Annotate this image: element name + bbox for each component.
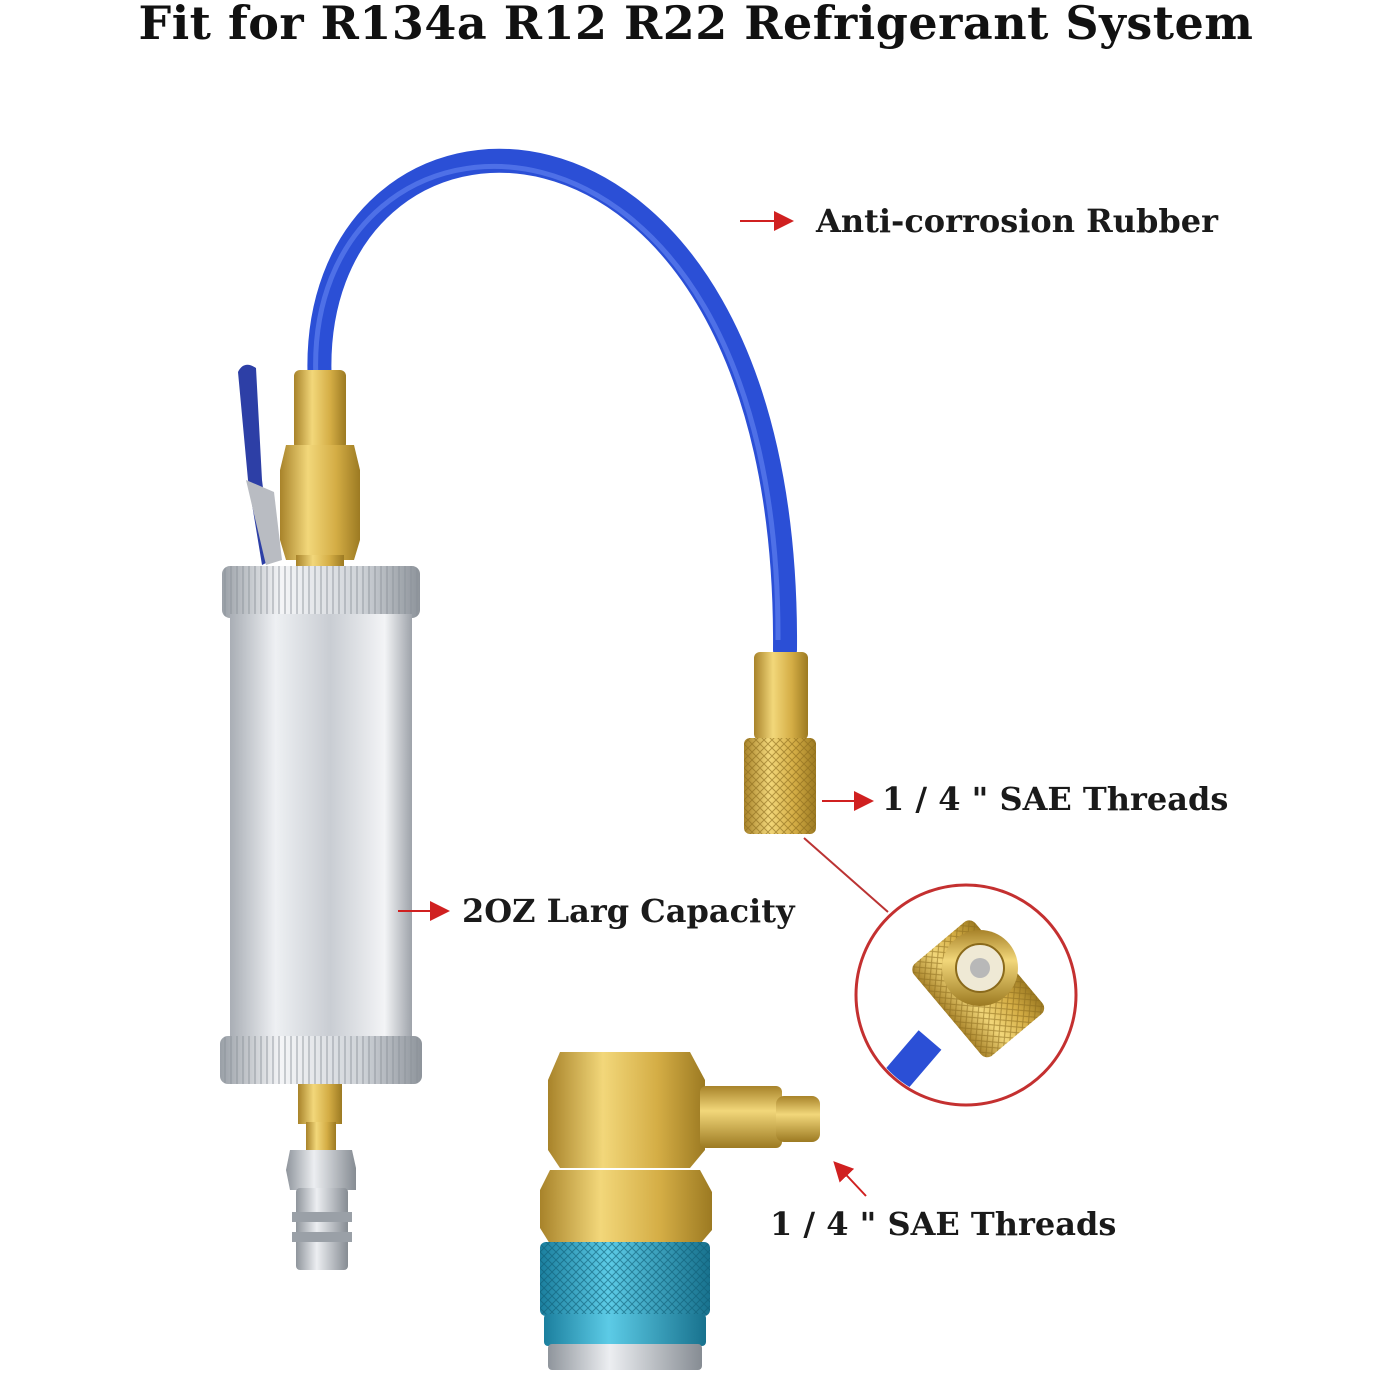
callout-sae-threads-top: 1 / 4 " SAE Threads — [882, 780, 1229, 818]
product-title: Fit for R134a R12 R22 Refrigerant System — [138, 0, 1254, 50]
oil-cylinder — [230, 614, 412, 1044]
coupler-side-port — [700, 1086, 782, 1148]
coupler-hex-body — [548, 1052, 705, 1168]
brass-hex-top — [280, 445, 360, 560]
brass-ferrule-hose-end — [754, 652, 808, 740]
quick-coupler-plug — [286, 1150, 356, 1190]
brass-ferrule-top — [294, 370, 346, 450]
arrow-sae-bottom — [833, 1161, 867, 1197]
callout-anti-corrosion-rubber: Anti-corrosion Rubber — [816, 202, 1218, 240]
hose — [307, 148, 798, 662]
callout-capacity: 2OZ Larg Capacity — [462, 892, 795, 930]
callout-sae-threads-bottom: 1 / 4 " SAE Threads — [770, 1205, 1117, 1243]
